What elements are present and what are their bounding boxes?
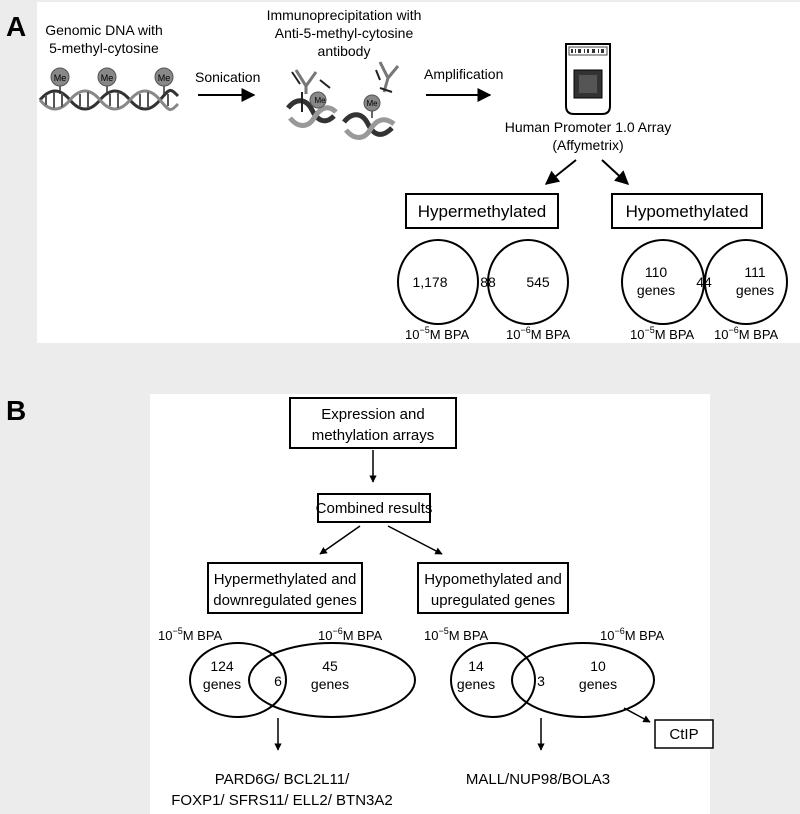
right-box-line2: upregulated genes bbox=[431, 592, 555, 609]
panel-a bbox=[37, 2, 800, 343]
arrow-to-hyper bbox=[544, 159, 577, 185]
venn-hypo-right-count: 111 bbox=[744, 264, 765, 280]
hypermethylated-box bbox=[405, 193, 559, 229]
venn-left-right-count: 45 bbox=[322, 658, 338, 674]
ip-label-line2: Anti-5-methyl-cytosine bbox=[275, 25, 414, 41]
me-label: Me bbox=[101, 73, 114, 83]
venn-right-left-count: 14 bbox=[468, 658, 484, 674]
arrow-to-left-box bbox=[319, 525, 361, 555]
venn-hyper-right-count: 545 bbox=[526, 274, 550, 290]
ctip-box bbox=[654, 719, 714, 749]
ip-label-line3: antibody bbox=[318, 43, 371, 59]
dose-label-low: 10−6M BPA bbox=[318, 626, 383, 643]
ctip-label: CtIP bbox=[669, 726, 698, 743]
genomic-dna-label-line1: Genomic DNA with bbox=[45, 22, 162, 38]
amplification-label: Amplification bbox=[424, 66, 503, 82]
hypo-upregulated-box bbox=[417, 562, 569, 614]
dose-label-high: 10−5M BPA bbox=[158, 626, 223, 643]
arrow-to-hypo bbox=[601, 159, 630, 185]
venn-hypermethylated bbox=[397, 239, 569, 325]
venn-hyper-left-count: 1,178 bbox=[412, 274, 447, 290]
array-label-line2: (Affymetrix) bbox=[552, 137, 623, 153]
venn-hypo-right-word: genes bbox=[736, 282, 774, 298]
me-label: Me bbox=[54, 73, 67, 83]
arrow-to-right-box bbox=[387, 525, 443, 555]
venn-left-left-word: genes bbox=[203, 676, 241, 692]
dose-label-high: 10−5M BPA bbox=[405, 325, 470, 342]
venn-left-left-count: 124 bbox=[210, 658, 234, 674]
venn-hypo-left-word: genes bbox=[637, 282, 675, 298]
sonication-label: Sonication bbox=[195, 69, 260, 85]
hypomethylated-title: Hypomethylated bbox=[626, 202, 749, 221]
right-box-line1: Hypomethylated and bbox=[424, 571, 562, 588]
array-label-line1: Human Promoter 1.0 Array bbox=[505, 119, 672, 135]
left-box-line2: downregulated genes bbox=[213, 592, 356, 609]
genomic-dna-label-line2: 5-methyl-cytosine bbox=[49, 40, 159, 56]
box1-line2: methylation arrays bbox=[312, 427, 435, 444]
me-label: Me bbox=[366, 99, 378, 108]
venn-right-left-word: genes bbox=[457, 676, 495, 692]
combined-results-box bbox=[317, 493, 431, 523]
venn-hyper-downregulated bbox=[189, 642, 416, 718]
me-label: Me bbox=[158, 73, 171, 83]
dose-label-high: 10−5M BPA bbox=[630, 325, 695, 342]
venn-hyper-overlap-count: 88 bbox=[480, 274, 496, 290]
venn-hypo-left-count: 110 bbox=[645, 264, 668, 280]
venn-hypo-upregulated bbox=[450, 642, 655, 718]
dna-fragment-icon bbox=[342, 61, 400, 140]
expression-methylation-box bbox=[289, 397, 457, 449]
dose-label-low: 10−6M BPA bbox=[506, 325, 571, 342]
dna-fragment-icon bbox=[286, 69, 338, 128]
venn-hypo-overlap-count: 44 bbox=[696, 274, 712, 290]
right-gene-list: MALL/NUP98/BOLA3 bbox=[466, 771, 610, 788]
venn-right-right-word: genes bbox=[579, 676, 617, 692]
venn-left-right-word: genes bbox=[311, 676, 349, 692]
dose-label-low: 10−6M BPA bbox=[600, 626, 665, 643]
hyper-downregulated-box bbox=[207, 562, 363, 614]
panel-a-label: A bbox=[6, 11, 26, 42]
venn-left-overlap-count: 6 bbox=[274, 673, 282, 689]
venn-right-right-count: 10 bbox=[590, 658, 606, 674]
dna-helix-icon bbox=[38, 67, 180, 111]
hypomethylated-box bbox=[611, 193, 763, 229]
arrow-to-ctip bbox=[623, 707, 651, 723]
left-box-line1: Hypermethylated and bbox=[214, 571, 357, 588]
combined-results-label: Combined results bbox=[316, 500, 433, 517]
hypermethylated-title: Hypermethylated bbox=[418, 202, 547, 221]
box1-line1: Expression and bbox=[321, 406, 424, 423]
left-gene-list-line1: PARD6G/ BCL2L11/ bbox=[215, 771, 350, 788]
me-label: Me bbox=[314, 96, 326, 105]
panel-b-label: B bbox=[6, 395, 26, 426]
venn-right-overlap-count: 3 bbox=[537, 673, 545, 689]
left-gene-list-line2: FOXP1/ SFRS11/ ELL2/ BTN3A2 bbox=[171, 792, 392, 809]
ip-label-line1: Immunoprecipitation with bbox=[267, 7, 422, 23]
microarray-chip-icon bbox=[565, 43, 611, 115]
dose-label-high: 10−5M BPA bbox=[424, 626, 489, 643]
venn-hypomethylated bbox=[621, 239, 788, 325]
dose-label-low: 10−6M BPA bbox=[714, 325, 779, 342]
